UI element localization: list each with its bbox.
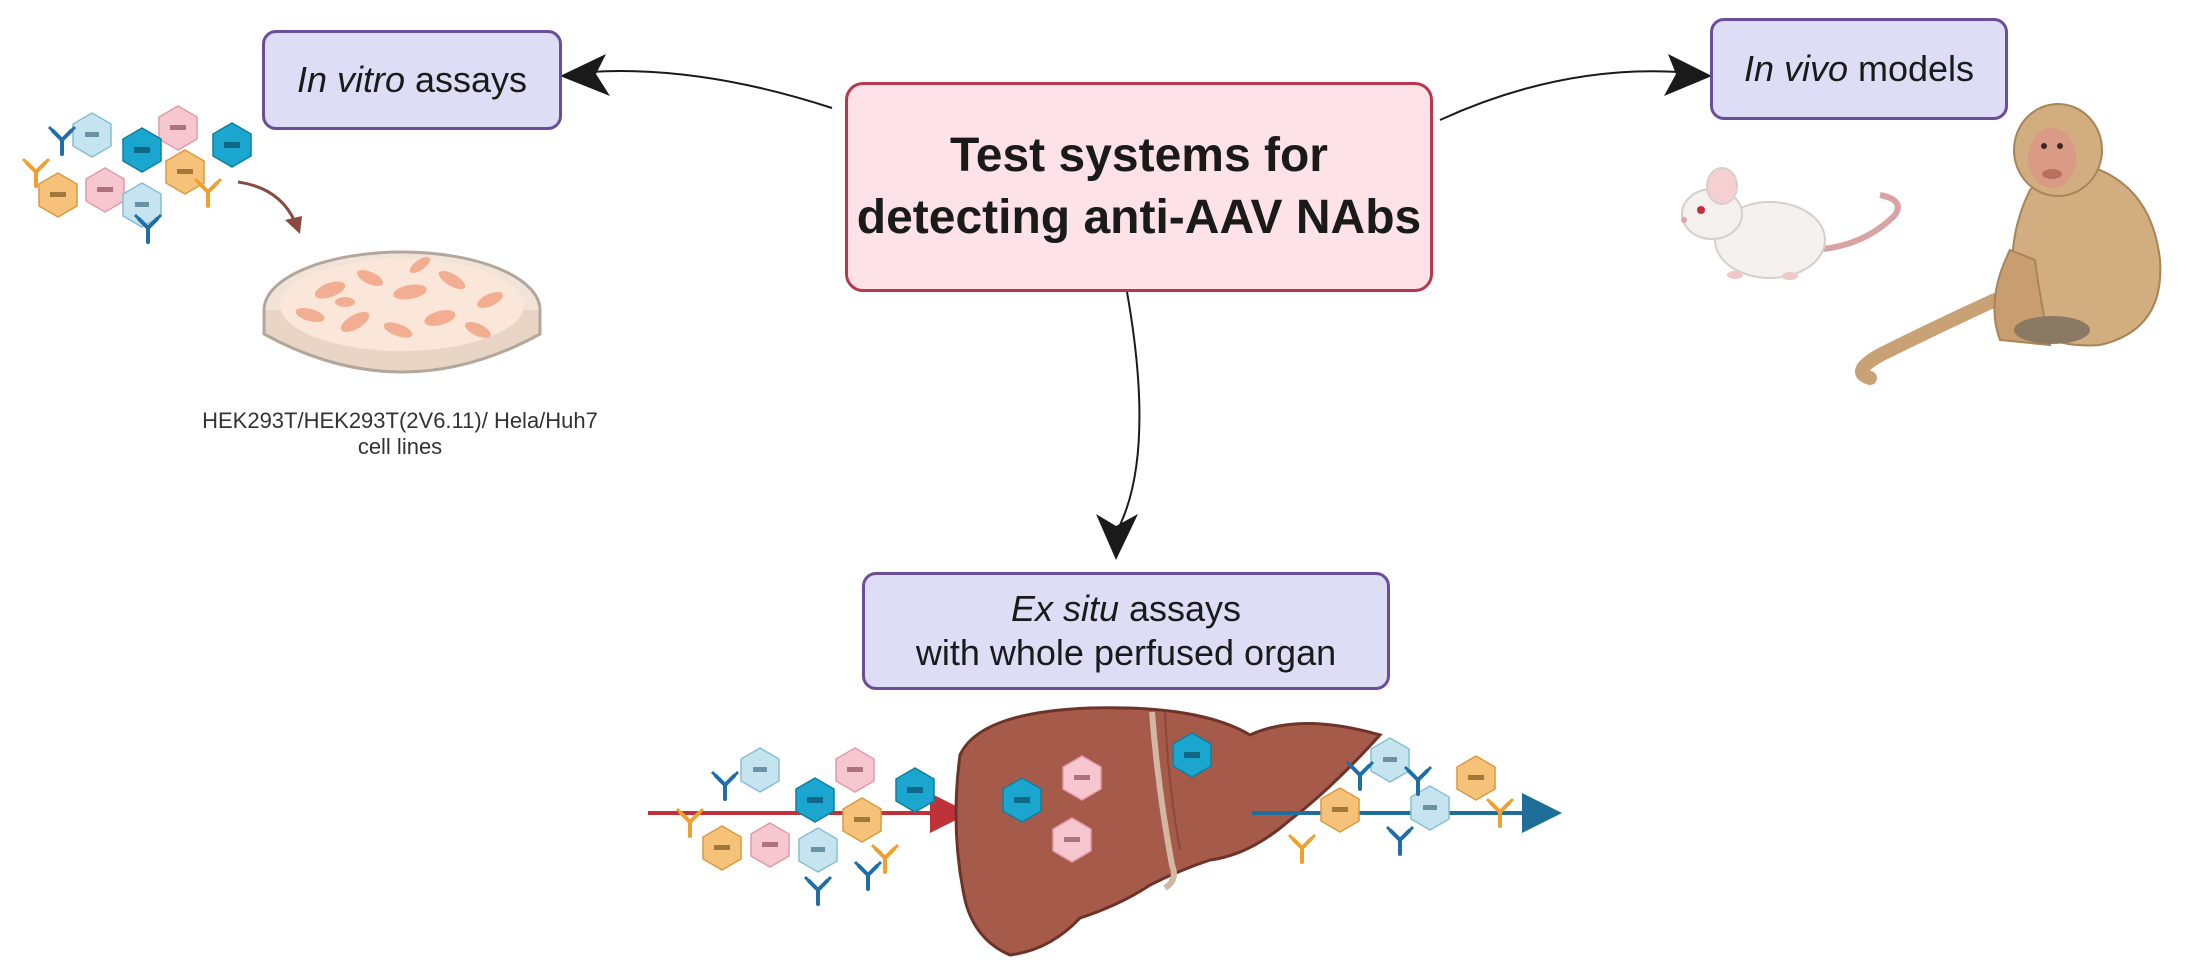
in-vitro-box: In vitro assays: [262, 30, 562, 130]
center-title-line2: detecting anti-AAV NAbs: [856, 191, 1422, 244]
cell-lines-caption-line2: cell lines: [357, 434, 443, 459]
in-vivo-label: In vivo models: [1743, 48, 1975, 89]
cell-lines-caption: HEK293T/HEK293T(2V6.11)/ Hela/Huh7 cell …: [140, 408, 660, 460]
arrow-to-ex-situ: [1096, 291, 1141, 560]
in-vitro-curved-arrow: [237, 180, 297, 223]
cell-lines-caption-line1: HEK293T/HEK293T(2V6.11)/ Hela/Huh7: [202, 408, 598, 433]
petri-dish-icon: [262, 250, 542, 374]
in-vitro-particles: [21, 105, 252, 244]
inflow-particles: [675, 747, 935, 906]
in-vitro-curved-arrowhead: [285, 216, 302, 234]
ex-situ-line1: Ex situ assays: [1010, 588, 1242, 629]
center-box: Test systems for detecting anti-AAV NAbs: [845, 82, 1433, 292]
mouse-icon: [1681, 167, 1901, 280]
in-vitro-label: In vitro assays: [296, 59, 528, 100]
arrow-to-in-vitro: [560, 54, 833, 109]
liver-icon: [954, 706, 1383, 957]
in-vivo-box: In vivo models: [1710, 18, 2008, 120]
monkey-icon: [1855, 103, 2162, 385]
ex-situ-line2: with whole perfused organ: [915, 632, 1337, 673]
ex-situ-box: Ex situ assays with whole perfused organ: [862, 572, 1390, 690]
center-title-line1: Test systems for: [950, 129, 1328, 182]
arrow-to-in-vivo: [1439, 54, 1712, 121]
